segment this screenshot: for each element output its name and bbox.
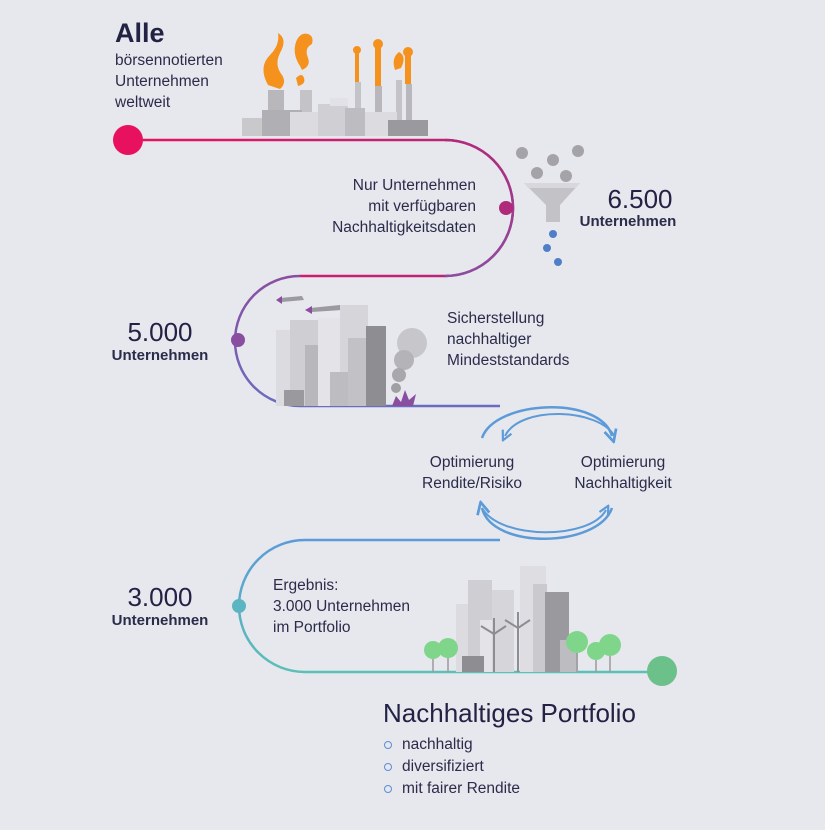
end-dot [647,656,677,686]
stage2-dot [231,333,245,347]
stage2-filter-line: Sicherstellung [447,310,545,327]
start-line: börsennotierten [115,52,223,69]
bullet-text: mit fairer Rendite [402,780,521,797]
portfolio-bullet: diversifiziert [384,756,520,778]
sustainable-city-icon [424,566,621,672]
optimization-left-line: Optimierung [429,454,515,471]
portfolio-bullets: nachhaltig diversifiziert mit fairer Ren… [384,734,520,800]
bullet-text: diversifiziert [402,758,484,775]
stage3-result-text: Ergebnis: 3.000 Unternehmen im Portfolio [273,575,443,638]
stage3-result-line: im Portfolio [273,619,351,636]
optimization-right-line: Nachhaltigkeit [574,475,672,492]
optimization-return-risk: Optimierung Rendite/Risiko [402,452,542,494]
start-line: weltweit [115,94,171,111]
stage2-filter-line: nachhaltiger [447,331,532,348]
stage2-unit: Unternehmen [111,347,209,364]
start-description: börsennotierten Unternehmen weltweit [115,50,255,113]
stage2-count: 5.000 [127,317,193,347]
stage3-result-line: Ergebnis: [273,577,339,594]
start-dot [113,125,143,155]
portfolio-title: Nachhaltiges Portfolio [383,698,636,728]
bullet-circle-icon [384,741,392,749]
stage3-unit: Unternehmen [111,612,209,629]
stage1-unit: Unternehmen [579,213,677,230]
factory-icon [242,33,428,136]
stage3-result-line: 3.000 Unternehmen [273,598,411,615]
optimization-cycle-icon [482,406,615,540]
polluting-city-icon [276,296,427,406]
stage1-filter-line: Nachhaltigkeitsdaten [332,219,476,236]
bullet-text: nachhaltig [402,736,473,753]
optimization-right-line: Optimierung [580,454,666,471]
stage1-dot [499,201,513,215]
portfolio-bullet: mit fairer Rendite [384,778,520,800]
portfolio-bullet: nachhaltig [384,734,520,756]
start-line: Unternehmen [115,73,209,90]
bullet-circle-icon [384,785,392,793]
stage3-count: 3.000 [127,582,193,612]
stage1-count: 6.500 [607,184,673,214]
funnel-icon [516,145,584,266]
start-title: Alle [115,18,165,48]
bullet-circle-icon [384,763,392,771]
stage1-filter-line: Nur Unternehmen [352,177,476,194]
optimization-left-line: Rendite/Risiko [422,475,522,492]
stage1-filter-text: Nur Unternehmen mit verfügbaren Nachhalt… [290,175,476,238]
stage3-dot [232,599,246,613]
stage2-filter-text: Sicherstellung nachhaltiger Mindeststand… [447,308,627,371]
optimization-sustainability: Optimierung Nachhaltigkeit [553,452,693,494]
stage1-filter-line: mit verfügbaren [368,198,476,215]
stage2-filter-line: Mindeststandards [447,352,570,369]
